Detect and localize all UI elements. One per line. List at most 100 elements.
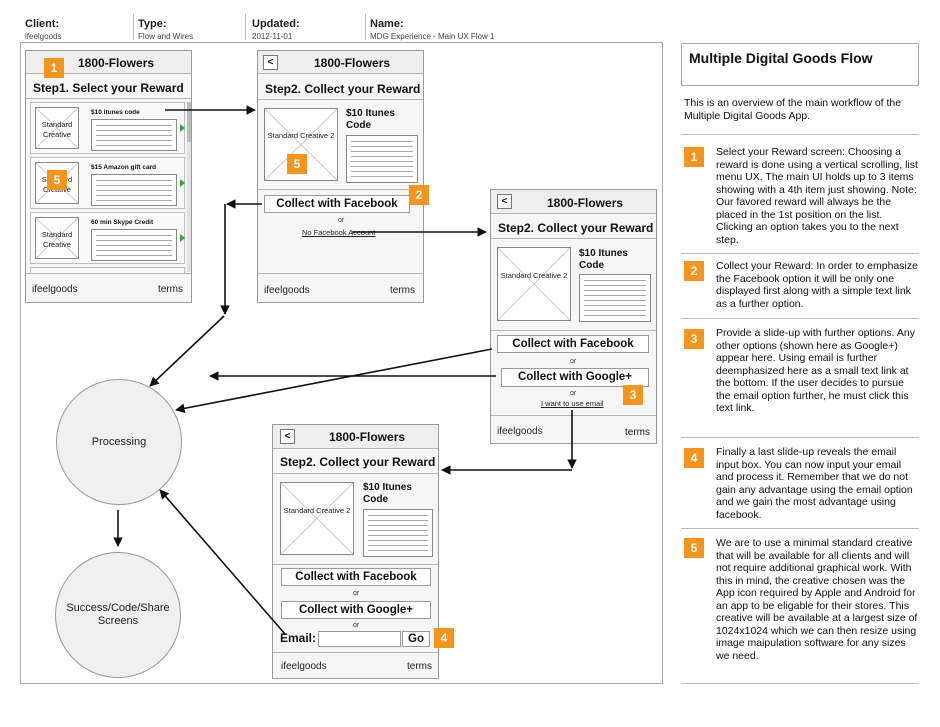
product-title: $10 Itunes Code bbox=[579, 248, 628, 271]
type-value: Flow and Wires bbox=[138, 32, 194, 41]
panel-divider bbox=[681, 683, 919, 684]
use-email-link[interactable]: I want to use email bbox=[541, 399, 604, 408]
step-bar bbox=[491, 214, 656, 239]
product-title: $10 Itunes Code bbox=[346, 108, 395, 131]
collect-facebook-button[interactable]: Collect with Facebook bbox=[281, 568, 431, 586]
description-lines bbox=[579, 274, 651, 322]
step-badge: 2 bbox=[409, 185, 429, 205]
footer-brand: ifeelgoods bbox=[264, 285, 310, 296]
chevron-right-icon bbox=[180, 124, 185, 132]
footer-brand: ifeelgoods bbox=[497, 426, 543, 437]
screen-select-reward: 1800-Flowers Step1. Select your Reward S… bbox=[25, 50, 192, 303]
footer-brand: ifeelgoods bbox=[32, 284, 78, 295]
name-label: Name: bbox=[370, 18, 404, 30]
footer-divider bbox=[491, 415, 656, 416]
note-text: Provide a slide-up with further options.… bbox=[716, 327, 916, 414]
step-bar bbox=[26, 74, 191, 99]
reward-title: 60 min Skype Credit bbox=[91, 219, 154, 226]
collect-facebook-button[interactable]: Collect with Facebook bbox=[497, 335, 649, 353]
creative-placeholder: Standard Creative 2 bbox=[280, 482, 354, 555]
or-separator: or bbox=[570, 390, 577, 397]
type-label: Type: bbox=[138, 18, 167, 30]
back-button[interactable]: < bbox=[280, 429, 295, 444]
no-facebook-link[interactable]: No Facebook Account bbox=[302, 228, 376, 237]
note-badge: 4 bbox=[684, 448, 704, 468]
step-title: Step2. Collect your Reward bbox=[280, 455, 436, 469]
step-title: Step2. Collect your Reward bbox=[265, 82, 421, 96]
section-divider bbox=[273, 564, 438, 565]
header-divider bbox=[133, 14, 134, 40]
step-badge: 5 bbox=[47, 170, 67, 190]
panel-divider bbox=[681, 253, 919, 254]
title-bar bbox=[273, 425, 438, 449]
description-lines bbox=[91, 174, 177, 206]
go-button[interactable]: Go bbox=[402, 631, 430, 647]
step-badge: 5 bbox=[287, 154, 307, 174]
reward-item[interactable]: Standard Creative $10 itunes code bbox=[30, 102, 185, 154]
terms-link[interactable]: terms bbox=[407, 661, 432, 672]
reward-title: $10 itunes code bbox=[91, 109, 140, 116]
step-badge: 1 bbox=[44, 58, 64, 78]
note-badge: 3 bbox=[684, 329, 704, 349]
processing-node: Processing bbox=[56, 379, 182, 505]
collect-google-button[interactable]: Collect with Google+ bbox=[501, 368, 649, 387]
header-divider bbox=[245, 14, 246, 40]
step-badge: 4 bbox=[434, 628, 454, 648]
panel-title: Multiple Digital Goods Flow bbox=[689, 50, 873, 66]
screen-collect-reward: < 1800-Flowers Step2. Collect your Rewar… bbox=[257, 50, 424, 303]
app-title: 1800-Flowers bbox=[314, 56, 391, 70]
success-node: Success/Code/Share Screens bbox=[55, 552, 181, 678]
description-lines bbox=[91, 229, 177, 261]
note-text: Finally a last slide-up reveals the emai… bbox=[716, 446, 913, 521]
reward-item-partial[interactable] bbox=[30, 267, 185, 273]
screen-collect-options: < 1800-Flowers Step2. Collect your Rewar… bbox=[490, 189, 657, 444]
chevron-right-icon bbox=[180, 179, 185, 187]
name-value: MDG Experience - Main UX Flow 1 bbox=[370, 32, 495, 41]
creative-placeholder: Standard Creative bbox=[35, 217, 79, 259]
note-text: Collect your Reward: In order to emphasi… bbox=[716, 260, 918, 310]
panel-divider bbox=[681, 134, 919, 135]
step-title: Step1. Select your Reward bbox=[33, 81, 184, 95]
description-lines bbox=[91, 119, 177, 151]
note-badge: 2 bbox=[684, 261, 704, 281]
panel-divider bbox=[681, 437, 919, 438]
client-label: Client: bbox=[25, 18, 60, 30]
client-value: ifeelgoods bbox=[25, 32, 62, 41]
reward-title: $15 Amazon gift card bbox=[91, 164, 157, 171]
panel-divider bbox=[681, 528, 919, 529]
flow-canvas-frame bbox=[20, 42, 663, 684]
app-title: 1800-Flowers bbox=[547, 196, 624, 210]
step-badge: 3 bbox=[623, 385, 643, 405]
or-separator: or bbox=[353, 590, 360, 597]
chevron-right-icon bbox=[180, 234, 185, 242]
panel-divider bbox=[681, 318, 919, 319]
scrollbar-thumb[interactable] bbox=[187, 102, 191, 142]
updated-value: 2012-11-01 bbox=[252, 32, 293, 41]
note-text: We are to use a minimal standard creativ… bbox=[716, 537, 918, 662]
step-title: Step2. Collect your Reward bbox=[498, 221, 654, 235]
back-button[interactable]: < bbox=[497, 194, 512, 209]
or-separator: or bbox=[338, 217, 345, 224]
creative-placeholder: Standard Creative 2 bbox=[497, 247, 571, 321]
collect-google-button[interactable]: Collect with Google+ bbox=[281, 601, 431, 619]
back-button[interactable]: < bbox=[263, 55, 278, 70]
section-divider bbox=[491, 330, 656, 331]
note-badge: 5 bbox=[684, 538, 704, 558]
terms-link[interactable]: terms bbox=[625, 427, 650, 438]
reward-item[interactable]: Standard Creative $15 Amazon gift card bbox=[30, 157, 185, 209]
footer-divider bbox=[273, 652, 438, 653]
terms-link[interactable]: terms bbox=[390, 285, 415, 296]
terms-link[interactable]: terms bbox=[158, 284, 183, 295]
email-input[interactable] bbox=[318, 631, 401, 647]
scrollbar-track[interactable] bbox=[187, 102, 191, 272]
description-lines bbox=[363, 509, 433, 557]
product-title: $10 Itunes Code bbox=[363, 482, 412, 505]
collect-facebook-button[interactable]: Collect with Facebook bbox=[264, 195, 410, 213]
creative-label: Standard Creative 2 bbox=[283, 506, 351, 515]
title-bar bbox=[258, 51, 423, 74]
footer-divider bbox=[26, 273, 191, 274]
app-title: 1800-Flowers bbox=[329, 430, 406, 444]
screen-collect-email: < 1800-Flowers Step2. Collect your Rewar… bbox=[272, 424, 439, 679]
reward-item[interactable]: Standard Creative 60 min Skype Credit bbox=[30, 212, 185, 264]
title-bar bbox=[491, 190, 656, 214]
